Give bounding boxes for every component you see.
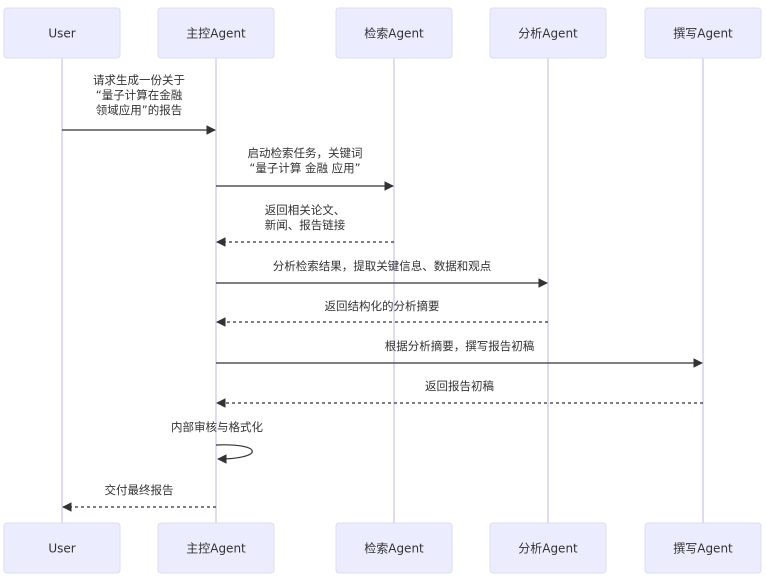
actor-box[interactable] [489, 7, 607, 59]
actor-label: 主控Agent [186, 27, 246, 41]
self-loop-arrow [215, 444, 253, 464]
message-5: 返回结构化的分析摘要 [216, 299, 548, 327]
actor-analysis-top[interactable]: 分析Agent [489, 7, 607, 59]
message-label: 返回报告初稿 [425, 379, 494, 393]
actor-box[interactable] [3, 7, 121, 59]
actor-main-bottom[interactable]: 主控Agent [157, 522, 275, 574]
actor-search-top[interactable]: 检索Agent [335, 7, 453, 59]
actor-main-top[interactable]: 主控Agent [157, 7, 275, 59]
message-label: “量子计算 金融 应用” [249, 161, 360, 175]
message-label: 启动检索任务，关键词 [248, 146, 363, 160]
actor-box[interactable] [335, 7, 453, 59]
actor-writer-bottom[interactable]: 撰写Agent [644, 522, 762, 574]
actor-label: User [48, 542, 75, 556]
actor-label: 撰写Agent [673, 542, 733, 556]
actor-label: 分析Agent [518, 542, 578, 556]
message-3: 返回相关论文、新闻、报告链接 [216, 203, 394, 247]
actor-user-bottom[interactable]: User [3, 522, 121, 574]
message-label: 返回相关论文、 [265, 203, 346, 217]
actor-analysis-bottom[interactable]: 分析Agent [489, 522, 607, 574]
actor-box[interactable] [3, 522, 121, 574]
message-label: 根据分析摘要，撰写报告初稿 [385, 339, 535, 353]
actor-writer-top[interactable]: 撰写Agent [644, 7, 762, 59]
message-label: 分析检索结果，提取关键信息、数据和观点 [273, 259, 492, 273]
actor-box[interactable] [157, 7, 275, 59]
actor-label: 主控Agent [186, 542, 246, 556]
actor-label: User [48, 27, 75, 41]
actor-label: 检索Agent [364, 26, 424, 41]
actor-box[interactable] [489, 522, 607, 574]
actor-label: 检索Agent [364, 541, 424, 556]
message-4: 分析检索结果，提取关键信息、数据和观点 [216, 259, 548, 288]
actor-label: 撰写Agent [673, 27, 733, 41]
actor-box[interactable] [157, 522, 275, 574]
actor-box[interactable] [644, 522, 762, 574]
message-label: 内部审核与格式化 [171, 420, 263, 434]
message-6: 根据分析摘要，撰写报告初稿 [216, 339, 703, 368]
message-label: 请求生成一份关于 [93, 73, 185, 87]
message-label: 领域应用”的报告 [96, 103, 182, 117]
message-label: 交付最终报告 [105, 483, 174, 497]
message-2: 启动检索任务，关键词“量子计算 金融 应用” [216, 146, 394, 191]
actor-search-bottom[interactable]: 检索Agent [335, 522, 453, 574]
message-7: 返回报告初稿 [216, 379, 703, 408]
message-9: 交付最终报告 [62, 483, 216, 512]
actor-box[interactable] [335, 522, 453, 574]
actor-user-top[interactable]: User [3, 7, 121, 59]
message-label: “量子计算在金融 [96, 88, 183, 102]
message-8: 内部审核与格式化 [171, 420, 263, 464]
actor-label: 分析Agent [518, 27, 578, 41]
actor-box[interactable] [644, 7, 762, 59]
message-label: 返回结构化的分析摘要 [325, 299, 440, 313]
message-label: 新闻、报告链接 [265, 218, 346, 232]
